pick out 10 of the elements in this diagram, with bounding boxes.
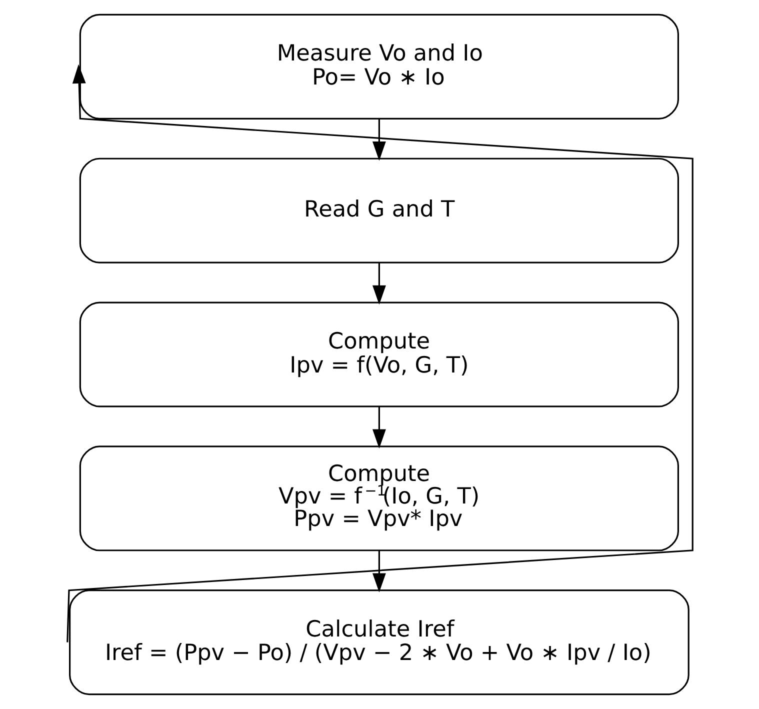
node-box: Compute Vpv = f$^{−1}$(Io, G, T) Ppv = Vpv* Ipv: [78, 446, 679, 552]
node-box: Calculate Iref Iref = (Ppv − Po) / (Vpv − 2 ∗ Vo + Vo ∗ Ipv / Io): [68, 590, 689, 696]
arrow: [372, 263, 386, 305]
node-box: Measure Vo and Io Po= Vo ∗ Io: [78, 14, 679, 120]
arrow: [372, 406, 386, 449]
node-box: Read G and T: [78, 158, 679, 264]
arrow: [372, 119, 386, 161]
node-box: Compute Ipv = f(Vo, G, T): [78, 302, 679, 408]
arrow: [372, 550, 386, 592]
arrow: [66, 64, 693, 642]
